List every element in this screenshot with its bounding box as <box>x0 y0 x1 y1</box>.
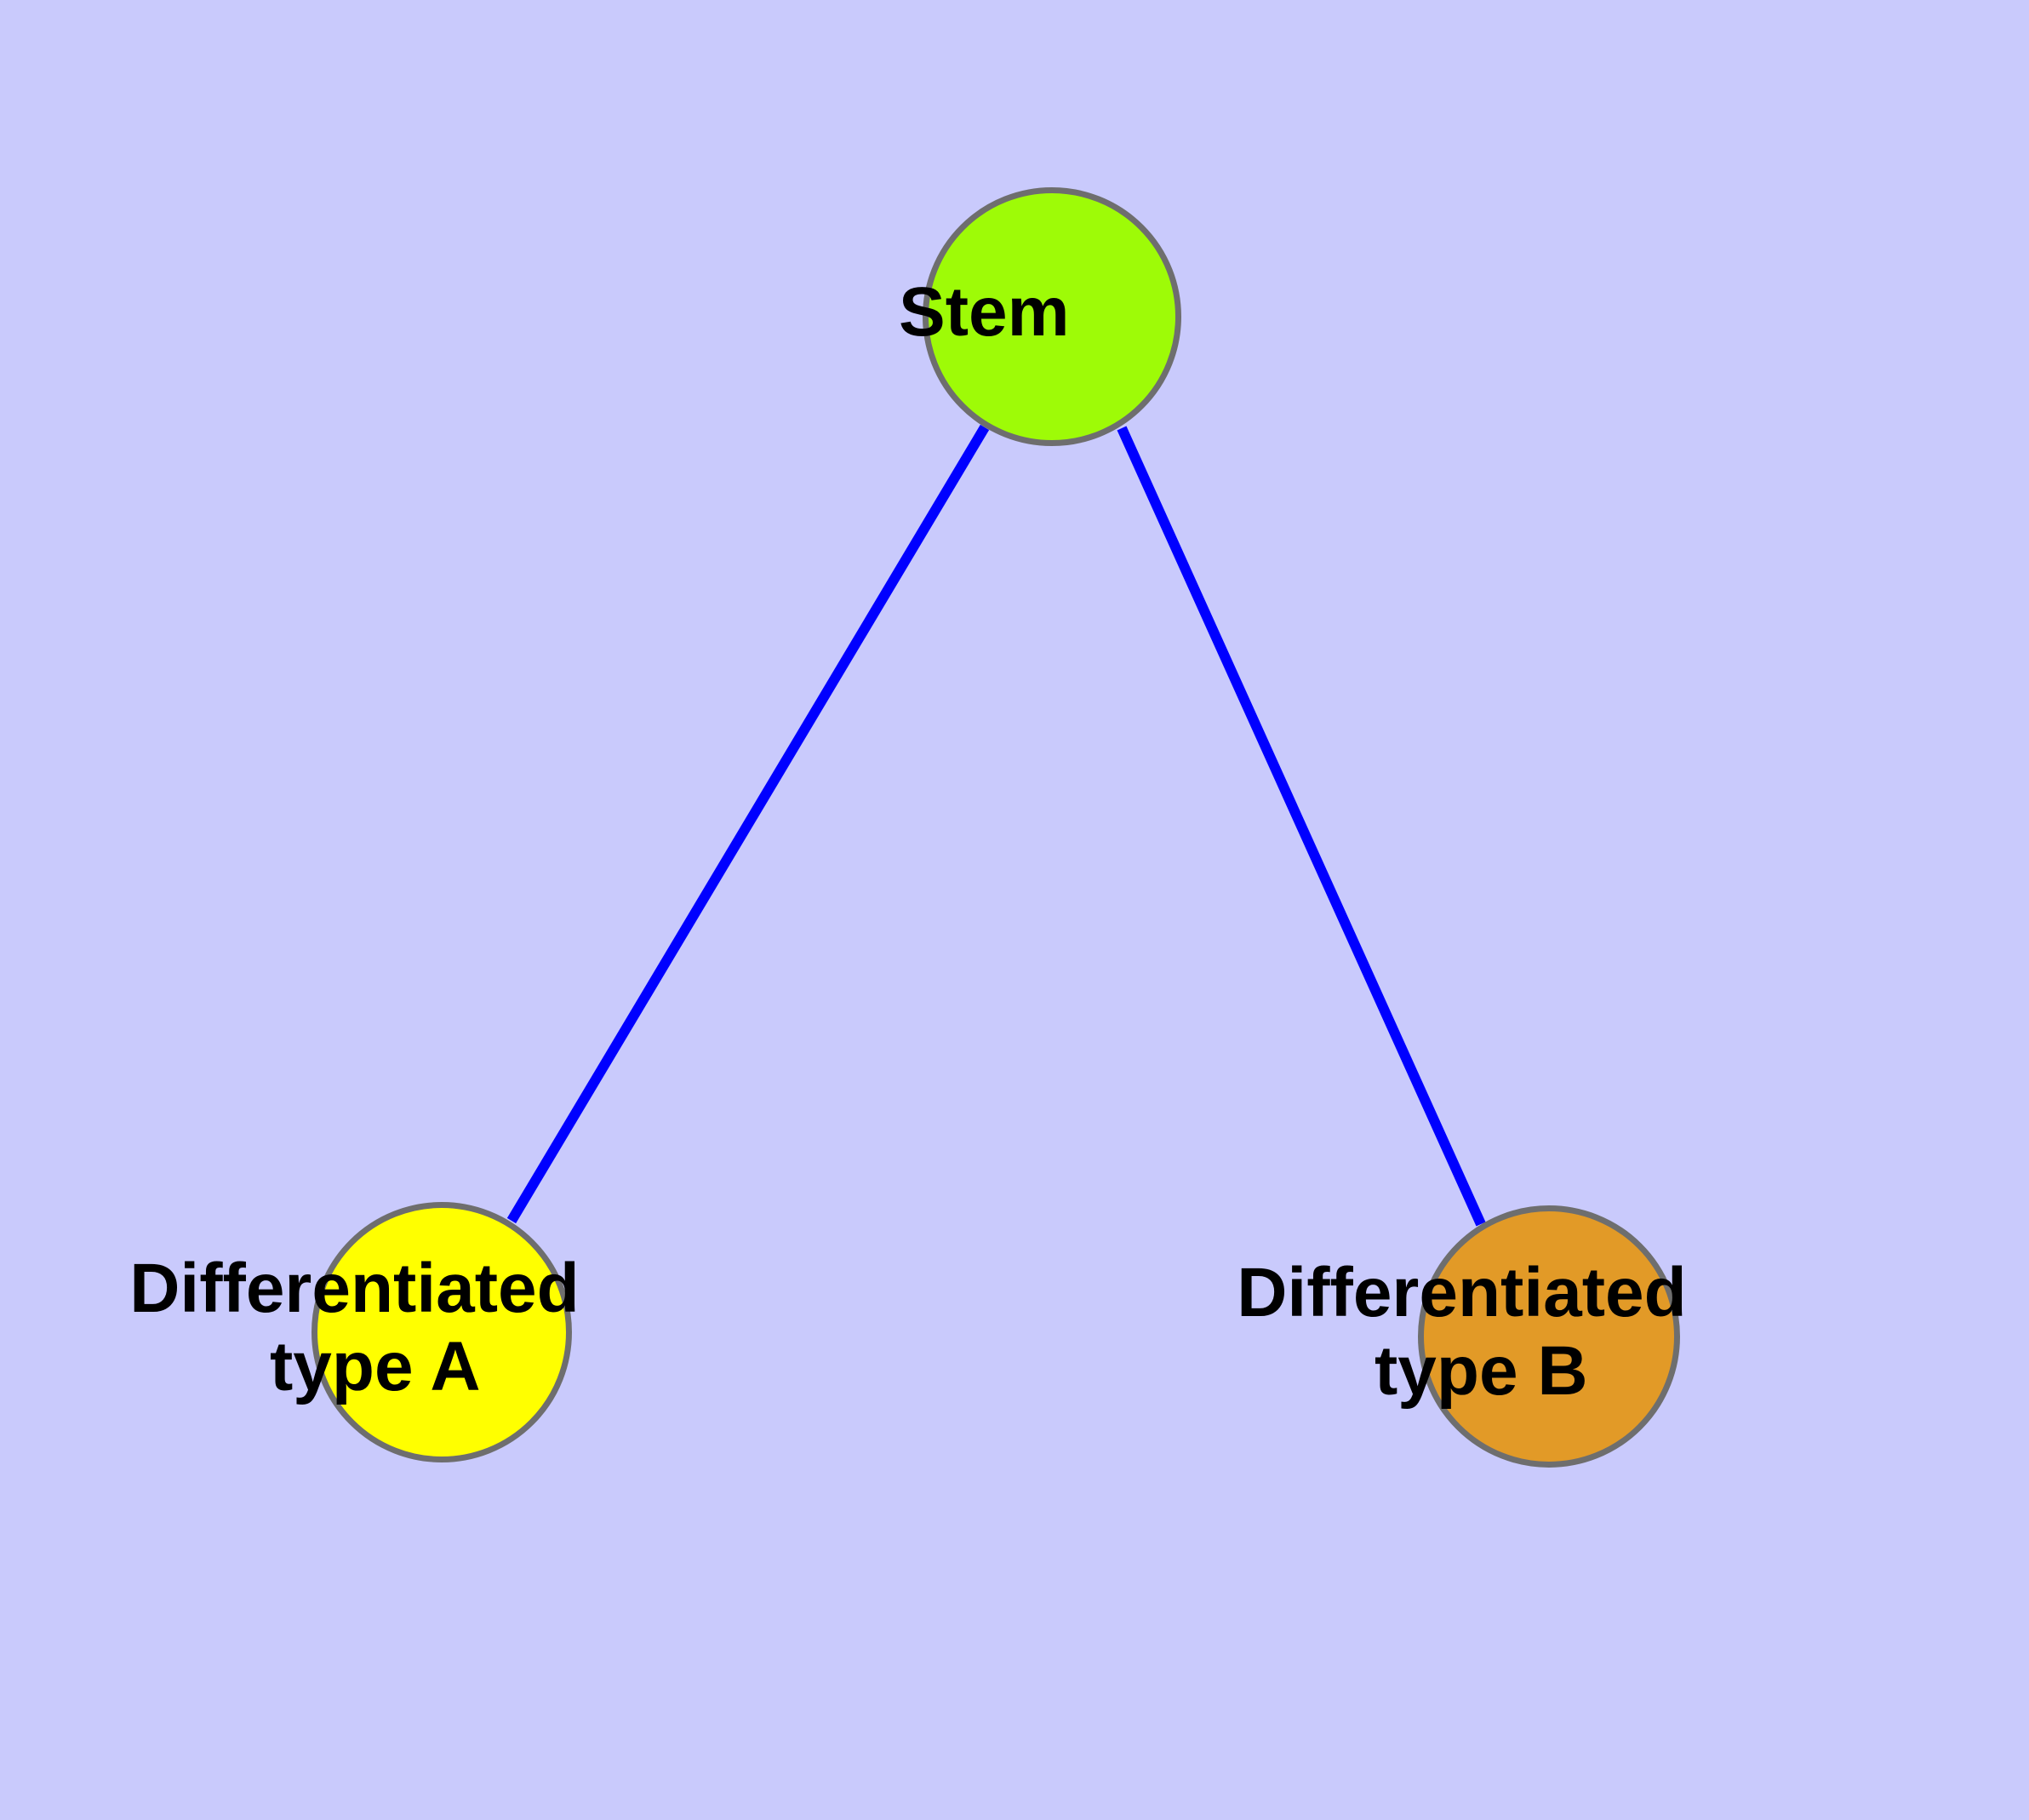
node-layer <box>311 187 1680 1468</box>
edge-stem-to-differentiated-a[interactable] <box>506 424 990 1224</box>
node-differentiated-type-a-label: Differentiated type A <box>0 0 754 1405</box>
node-stem[interactable] <box>923 187 1181 446</box>
label-layer: Stem Differentiated type A Differentiate… <box>0 0 1687 1410</box>
edge-layer <box>506 424 1486 1227</box>
edge-stem-to-differentiated-b[interactable] <box>1117 426 1486 1227</box>
node-stem-label: Stem <box>0 0 1205 351</box>
node-differentiated-type-b-label: Differentiated type B <box>1237 1254 1687 1410</box>
node-differentiated-type-b[interactable] <box>1418 1205 1680 1468</box>
node-differentiated-type-a[interactable] <box>311 1202 572 1462</box>
